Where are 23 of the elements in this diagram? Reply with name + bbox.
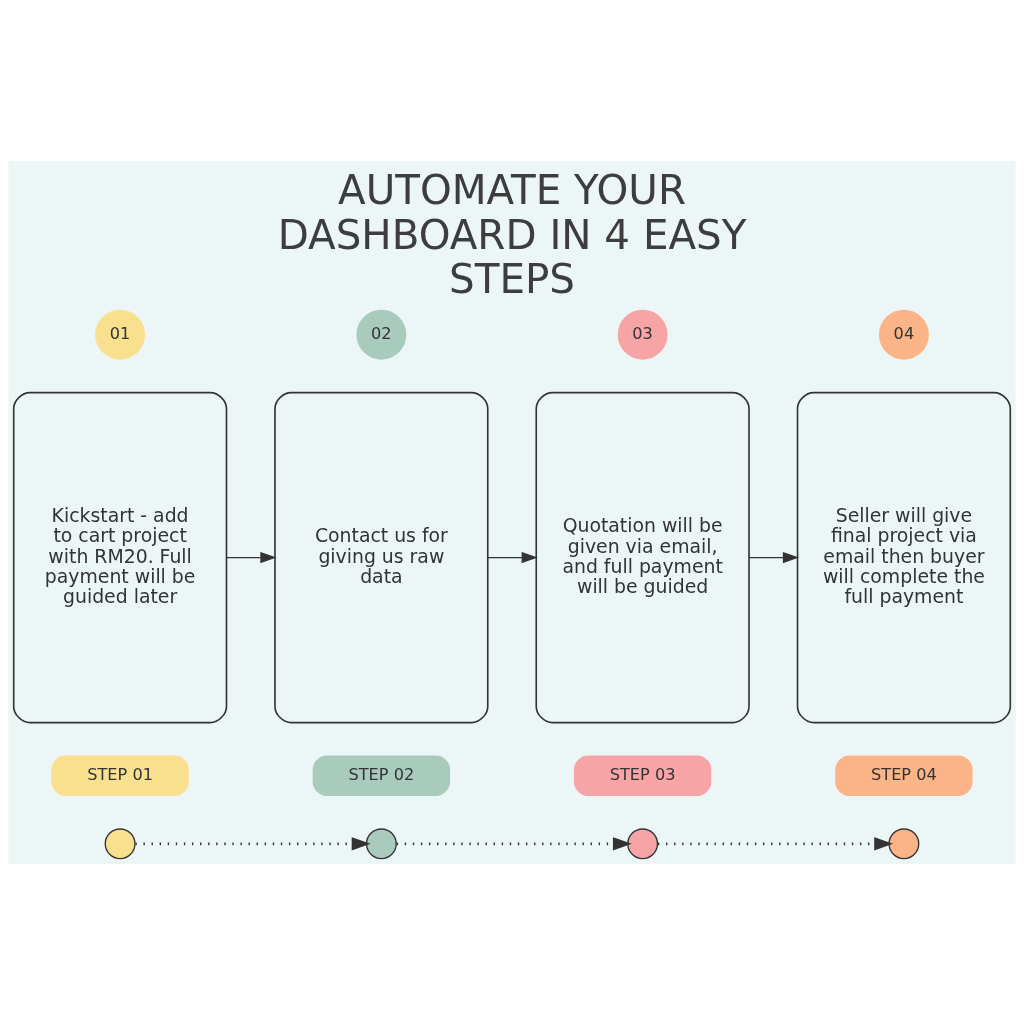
arrow bbox=[657, 836, 894, 850]
node-box: Contact us for giving us raw data bbox=[274, 391, 489, 723]
node-circle: 03 bbox=[617, 309, 668, 360]
node-box: Kickstart - add to cart project with RM20. Full payment will be guided later bbox=[12, 391, 228, 723]
node-box: Quotation will be given via email, and full payment will be guided bbox=[535, 391, 750, 723]
node-circle bbox=[104, 827, 136, 859]
node-box: STEP 03 bbox=[573, 755, 712, 796]
diagram-title: AUTOMATE YOUR DASHBOARD IN 4 EASY STEPS bbox=[277, 165, 747, 303]
node-circle bbox=[365, 827, 397, 859]
node-circle: 04 bbox=[879, 309, 929, 360]
node-box: Seller will give final project via email then buyer will complete the full payment bbox=[796, 391, 1012, 723]
node-circle bbox=[627, 827, 659, 859]
node-circle: 01 bbox=[95, 309, 145, 360]
node-box: STEP 04 bbox=[835, 755, 973, 796]
node-box: STEP 02 bbox=[312, 755, 451, 796]
arrow bbox=[135, 836, 371, 850]
arrow bbox=[226, 551, 277, 563]
arrow bbox=[487, 551, 538, 563]
node-box: STEP 01 bbox=[51, 755, 189, 796]
arrow bbox=[396, 836, 632, 850]
arrow bbox=[748, 551, 800, 563]
node-circle: 02 bbox=[356, 309, 407, 360]
node-circle bbox=[888, 827, 920, 859]
